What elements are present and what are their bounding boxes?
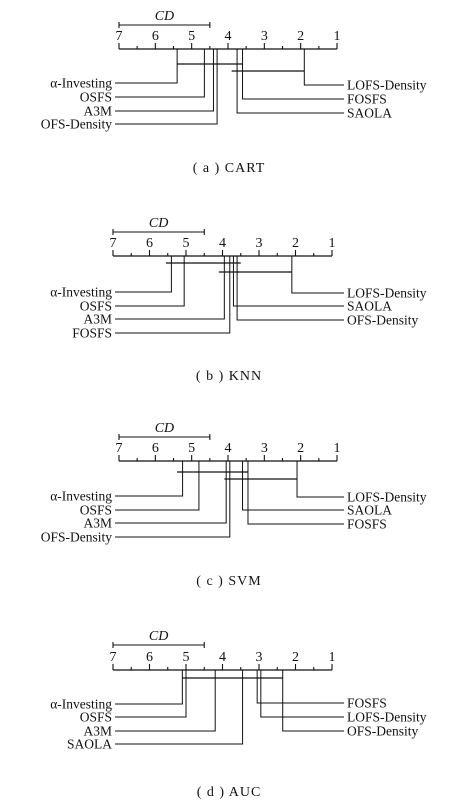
cd-label: CD bbox=[149, 629, 168, 644]
tick-label: 7 bbox=[110, 236, 117, 251]
tick-label: 5 bbox=[188, 441, 195, 456]
tick-label: 4 bbox=[225, 29, 232, 44]
rank-connector bbox=[115, 49, 205, 98]
rank-connector bbox=[236, 49, 344, 114]
method-label: α-Investing bbox=[50, 697, 112, 712]
rank-connector bbox=[242, 461, 344, 511]
rank-connector bbox=[115, 670, 183, 705]
tick-label: 3 bbox=[256, 650, 263, 665]
rank-connector bbox=[115, 461, 227, 524]
method-label: OFS-Density bbox=[347, 724, 419, 739]
tick-label: 6 bbox=[152, 29, 159, 44]
method-label: α-Investing bbox=[50, 76, 112, 91]
rank-connector bbox=[242, 49, 344, 100]
tick-label: 1 bbox=[334, 29, 341, 44]
tick-label: 3 bbox=[256, 236, 263, 251]
rank-connector bbox=[115, 256, 231, 334]
tick-label: 4 bbox=[219, 650, 226, 665]
tick-label: 2 bbox=[297, 441, 304, 456]
rank-connector bbox=[256, 670, 344, 704]
rank-connector bbox=[232, 256, 344, 307]
method-label: LOFS-Density bbox=[347, 286, 427, 301]
method-label: FOSFS bbox=[347, 517, 387, 532]
method-label: SAOLA bbox=[347, 299, 392, 314]
tick-label: 5 bbox=[183, 236, 190, 251]
method-label: SAOLA bbox=[347, 503, 392, 518]
rank-connector bbox=[260, 670, 344, 718]
method-label: OSFS bbox=[80, 503, 112, 518]
tick-label: 5 bbox=[188, 29, 195, 44]
rank-connector bbox=[115, 670, 244, 745]
rank-connector bbox=[303, 49, 344, 86]
rank-connector bbox=[115, 256, 185, 307]
cd-label: CD bbox=[155, 9, 174, 24]
method-label: OSFS bbox=[80, 299, 112, 314]
method-label: OFS-Density bbox=[41, 530, 113, 545]
method-label: FOSFS bbox=[347, 92, 387, 107]
method-label: OFS-Density bbox=[41, 117, 113, 132]
method-label: A3M bbox=[83, 312, 112, 327]
rank-connector bbox=[247, 461, 344, 525]
tick-label: 6 bbox=[152, 441, 159, 456]
method-label: SAOLA bbox=[347, 106, 392, 121]
method-label: LOFS-Density bbox=[347, 78, 427, 93]
panel-caption: ( c ) SVM bbox=[196, 574, 261, 589]
tick-label: 3 bbox=[261, 29, 268, 44]
tick-label: 2 bbox=[292, 650, 299, 665]
method-label: OFS-Density bbox=[347, 313, 419, 328]
rank-connector bbox=[291, 256, 344, 294]
panel-caption: ( b ) KNN bbox=[196, 369, 262, 384]
method-label: A3M bbox=[83, 724, 112, 739]
rank-connector bbox=[115, 256, 225, 320]
rank-connector bbox=[115, 49, 178, 84]
rank-connector bbox=[115, 461, 200, 511]
tick-label: 1 bbox=[329, 236, 336, 251]
rank-connector bbox=[115, 670, 216, 732]
rank-connector bbox=[115, 49, 218, 125]
method-label: A3M bbox=[83, 516, 112, 531]
panel-caption: ( d ) AUC bbox=[197, 785, 262, 800]
tick-label: 7 bbox=[110, 650, 117, 665]
tick-label: 1 bbox=[334, 441, 341, 456]
tick-label: 6 bbox=[146, 236, 153, 251]
rank-connector bbox=[115, 461, 184, 497]
tick-label: 2 bbox=[292, 236, 299, 251]
method-label: OSFS bbox=[80, 90, 112, 105]
method-label: α-Investing bbox=[50, 285, 112, 300]
tick-label: 4 bbox=[219, 236, 226, 251]
cd-label: CD bbox=[149, 216, 168, 231]
tick-label: 7 bbox=[116, 441, 123, 456]
method-label: FOSFS bbox=[347, 696, 387, 711]
cd-label: CD bbox=[155, 421, 174, 436]
rank-connector bbox=[282, 670, 344, 732]
rank-connector bbox=[115, 49, 214, 112]
rank-connector bbox=[296, 461, 344, 498]
method-label: OSFS bbox=[80, 710, 112, 725]
rank-connector bbox=[115, 670, 187, 718]
method-label: A3M bbox=[83, 104, 112, 119]
tick-label: 1 bbox=[329, 650, 336, 665]
tick-label: 5 bbox=[183, 650, 190, 665]
method-label: SAOLA bbox=[67, 737, 112, 752]
method-label: LOFS-Density bbox=[347, 710, 427, 725]
rank-connector bbox=[115, 256, 172, 293]
rank-connector bbox=[236, 256, 344, 321]
method-label: LOFS-Density bbox=[347, 490, 427, 505]
tick-label: 7 bbox=[116, 29, 123, 44]
method-label: α-Investing bbox=[50, 489, 112, 504]
tick-label: 6 bbox=[146, 650, 153, 665]
tick-label: 3 bbox=[261, 441, 268, 456]
rank-connector bbox=[115, 461, 231, 538]
panel-caption: ( a ) CART bbox=[193, 161, 266, 176]
method-label: FOSFS bbox=[72, 326, 112, 341]
tick-label: 4 bbox=[225, 441, 232, 456]
tick-label: 2 bbox=[297, 29, 304, 44]
